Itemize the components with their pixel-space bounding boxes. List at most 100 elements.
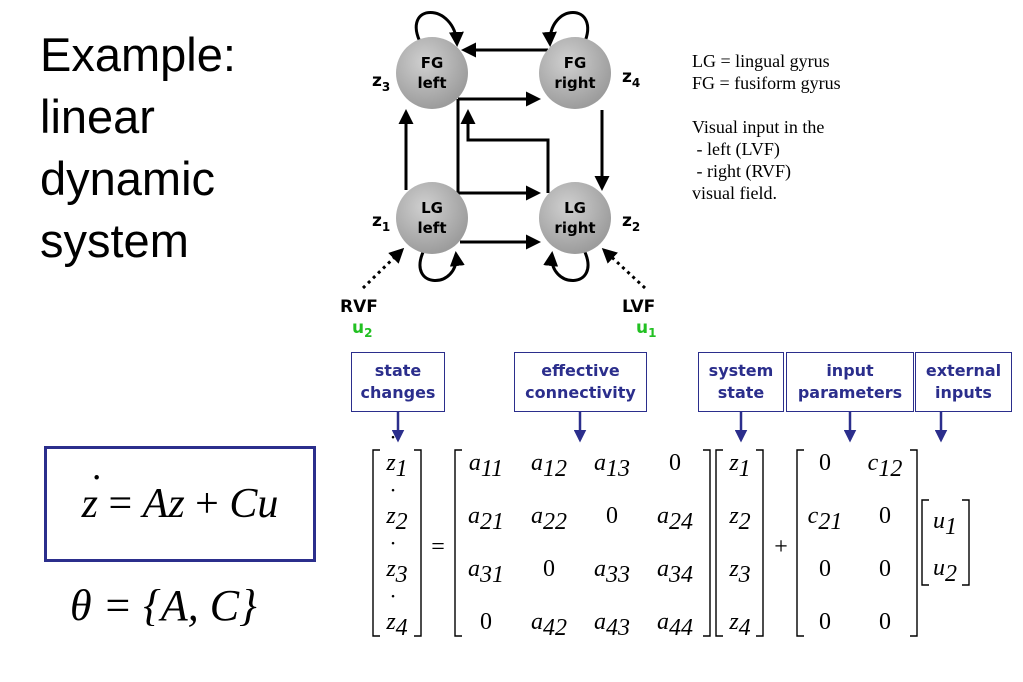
- a-cell-3-0: 0: [480, 609, 492, 635]
- equation-az: Az: [142, 481, 185, 527]
- matrix-equals: =: [431, 534, 445, 560]
- slide-title: Example: linear dynamic system: [40, 24, 236, 272]
- annotation-state-changes: state changes: [351, 352, 445, 412]
- annotation-state-changes-l2: changes: [360, 383, 436, 402]
- title-line-4: system: [40, 214, 189, 267]
- a-cell-3-1: a42: [531, 609, 567, 641]
- a-cell-0-3: 0: [669, 450, 681, 476]
- equation-cu: Cu: [229, 481, 279, 527]
- state-label-z1: z1: [372, 211, 390, 234]
- state-label-z4: z4: [622, 67, 640, 90]
- zdot-cell-4: z4: [385, 609, 407, 641]
- matrix-equation: [372, 449, 970, 637]
- parameter-set: θ = {A, C}: [70, 581, 257, 630]
- legend-line-lg: LG = lingual gyrus: [692, 51, 830, 71]
- title-line-2: linear: [40, 90, 155, 143]
- node-fg-left: FG left: [396, 37, 468, 109]
- a-cell-2-1: 0: [543, 556, 555, 582]
- equation-dot: ˙: [89, 467, 104, 513]
- a-cell-0-0: a11: [469, 450, 503, 482]
- input-label-rvf: RVF: [340, 297, 378, 317]
- annotation-system-state-l1: system: [708, 361, 774, 380]
- a-cell-1-2: 0: [606, 503, 618, 529]
- annotation-external-inputs: external inputs: [915, 352, 1012, 412]
- c-cell-1-1: 0: [879, 503, 891, 529]
- node-fg-right: FG right: [539, 37, 611, 109]
- annotation-external-inputs-l1: external: [925, 361, 1002, 380]
- a-cell-2-3: a34: [657, 556, 693, 588]
- title-line-3: dynamic: [40, 152, 216, 205]
- annotation-system-state-l2: state: [717, 383, 765, 402]
- legend-text: LG = lingual gyrus FG = fusiform gyrus V…: [692, 50, 841, 204]
- self-loop-lg-left: [418, 249, 465, 282]
- self-loop-fg-left: [414, 11, 464, 47]
- input-label-lvf: LVF: [622, 297, 655, 317]
- node-lg-left: LG left: [396, 182, 468, 254]
- node-fg-right-line1: FG: [564, 54, 587, 72]
- c-cell-3-0: 0: [819, 609, 831, 635]
- a-cell-2-0: a31: [468, 556, 504, 588]
- c-cell-0-0: 0: [819, 450, 831, 476]
- zdot-cell-2-dot: ˙: [389, 485, 397, 511]
- legend-line-lvf: - left (LVF): [692, 139, 780, 159]
- a-cell-3-2: a43: [594, 609, 630, 641]
- annotation-effective-connectivity-l1: effective: [541, 361, 620, 380]
- zdot-cell-3: z3: [385, 556, 407, 588]
- annotation-input-parameters-l2: parameters: [797, 383, 903, 402]
- legend-line-fg: FG = fusiform gyrus: [692, 73, 841, 93]
- state-label-z3: z3: [372, 71, 390, 94]
- edge-fgleft-to-lgright: [456, 99, 541, 201]
- annotation-input-parameters: input parameters: [786, 352, 914, 412]
- equation-plus: +: [184, 481, 230, 527]
- a-cell-3-3: a44: [657, 609, 693, 641]
- z-cell-4: z4: [728, 609, 750, 641]
- state-label-z2: z2: [622, 211, 640, 234]
- c-cell-2-0: 0: [819, 556, 831, 582]
- title-line-1: Example:: [40, 28, 236, 81]
- matrix-plus: +: [774, 534, 788, 560]
- c-cell-3-1: 0: [879, 609, 891, 635]
- legend-line-visual-field: visual field.: [692, 183, 777, 203]
- edge-rvf-input: [361, 247, 405, 290]
- annotation-system-state: system state: [698, 352, 784, 412]
- zdot-cell-4-dot: ˙: [389, 591, 397, 617]
- a-cell-1-1: a22: [531, 503, 567, 535]
- c-cell-2-1: 0: [879, 556, 891, 582]
- edge-lvf-input: [601, 247, 647, 290]
- node-lg-right-line2: right: [554, 219, 595, 237]
- node-lg-left-line2: left: [417, 219, 446, 237]
- node-lg-right: LG right: [539, 182, 611, 254]
- equation-lhs: z: [81, 481, 98, 527]
- z-cell-2: z2: [728, 503, 750, 535]
- input-var-u1: u1: [636, 318, 656, 340]
- a-cell-1-3: a24: [657, 503, 693, 535]
- annotation-state-changes-l1: state: [374, 361, 422, 380]
- state-equation: z˙ = Az + Cu: [81, 467, 279, 528]
- zdot-cell-3-dot: ˙: [389, 538, 397, 564]
- zdot-cell-2: z2: [385, 503, 407, 535]
- annotation-external-inputs-l2: inputs: [935, 383, 992, 402]
- c-cell-0-1: c12: [868, 450, 903, 482]
- equation-equals: =: [97, 481, 143, 527]
- edge-lgright-to-fgleft: [460, 109, 550, 193]
- node-fg-right-line2: right: [554, 74, 595, 92]
- u-cell-1: u1: [933, 508, 957, 540]
- u-cell-2: u2: [933, 555, 957, 587]
- node-fg-left-line1: FG: [421, 54, 444, 72]
- a-cell-0-1: a12: [531, 450, 567, 482]
- legend-line-rvf: - right (RVF): [692, 161, 792, 181]
- annotation-input-parameters-l1: input: [826, 361, 874, 380]
- annotation-effective-connectivity-l2: connectivity: [525, 383, 636, 402]
- node-fg-left-line2: left: [417, 74, 446, 92]
- a-cell-0-2: a13: [594, 450, 630, 482]
- node-lg-left-line1: LG: [421, 199, 443, 217]
- zdot-cell-1: z1: [385, 450, 407, 482]
- legend-line-visual-input: Visual input in the: [692, 117, 825, 137]
- zdot-cell-1-dot: ˙: [389, 432, 397, 458]
- a-cell-1-0: a21: [468, 503, 504, 535]
- self-loop-fg-right: [541, 11, 590, 47]
- annotation-effective-connectivity: effective connectivity: [514, 352, 647, 412]
- input-var-u2: u2: [352, 318, 372, 340]
